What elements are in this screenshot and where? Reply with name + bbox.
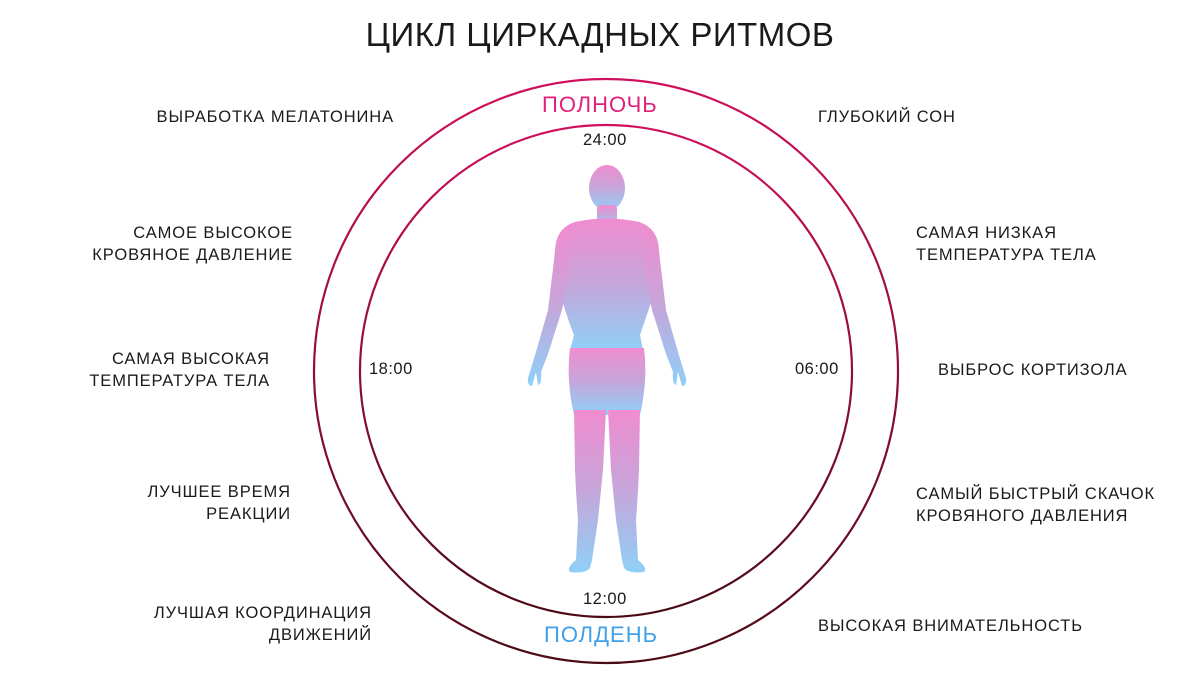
fact-left-body-temperature: САМАЯ ВЫСОКАЯ ТЕМПЕРАТУРА ТЕЛА <box>89 348 270 392</box>
fact-left-coordination: ЛУЧШАЯ КООРДИНАЦИЯ ДВИЖЕНИЙ <box>154 602 372 646</box>
fact-line: ЛУЧШАЯ КООРДИНАЦИЯ <box>153 604 372 622</box>
fact-line: САМАЯ НИЗКАЯ <box>916 224 1057 242</box>
fact-line: ТЕМПЕРАТУРА ТЕЛА <box>89 372 270 390</box>
time-label-top: 24:00 <box>583 131 627 149</box>
fact-left-reaction-time: ЛУЧШЕЕ ВРЕМЯ РЕАКЦИИ <box>147 481 291 525</box>
midnight-label: ПОЛНОЧЬ <box>534 92 666 118</box>
fact-line: САМЫЙ БЫСТРЫЙ СКАЧОК <box>916 485 1155 503</box>
fact-line: КРОВЯНОЕ ДАВЛЕНИЕ <box>92 246 293 264</box>
fact-right-cortisol: ВЫБРОС КОРТИЗОЛА <box>938 359 1128 381</box>
fact-line: ВЫСОКАЯ ВНИМАТЕЛЬНОСТЬ <box>818 617 1083 635</box>
inner-ring <box>358 123 854 619</box>
fact-line: ЛУЧШЕЕ ВРЕМЯ <box>147 483 291 501</box>
fact-line: РЕАКЦИИ <box>206 505 291 523</box>
diagram-title: ЦИКЛ ЦИРКАДНЫХ РИТМОВ <box>365 16 835 53</box>
fact-line: САМАЯ ВЫСОКАЯ <box>111 350 270 368</box>
outer-ring <box>312 77 900 665</box>
fact-line: ГЛУБОКИЙ СОН <box>818 108 956 126</box>
fact-right-alertness: ВЫСОКАЯ ВНИМАТЕЛЬНОСТЬ <box>818 615 1083 637</box>
human-silhouette-icon <box>527 165 687 573</box>
fact-left-melatonin: ВЫРАБОТКА МЕЛАТОНИНА <box>157 106 394 128</box>
fact-line: ТЕМПЕРАТУРА ТЕЛА <box>916 246 1097 264</box>
time-label-left: 18:00 <box>369 360 413 378</box>
fact-line: ДВИЖЕНИЙ <box>268 626 372 644</box>
time-label-bottom: 12:00 <box>583 590 627 608</box>
fact-right-low-temperature: САМАЯ НИЗКАЯ ТЕМПЕРАТУРА ТЕЛА <box>916 222 1097 266</box>
fact-line: ВЫРАБОТКА МЕЛАТОНИНА <box>156 108 394 126</box>
fact-right-blood-pressure-rise: САМЫЙ БЫСТРЫЙ СКАЧОК КРОВЯНОГО ДАВЛЕНИЯ <box>916 483 1155 527</box>
fact-line: КРОВЯНОГО ДАВЛЕНИЯ <box>916 507 1129 525</box>
time-label-right: 06:00 <box>795 360 839 378</box>
fact-line: САМОЕ ВЫСОКОЕ <box>133 224 293 242</box>
noon-label: ПОЛДЕНЬ <box>536 622 667 648</box>
fact-right-deep-sleep: ГЛУБОКИЙ СОН <box>818 106 956 128</box>
fact-left-blood-pressure: САМОЕ ВЫСОКОЕ КРОВЯНОЕ ДАВЛЕНИЕ <box>92 222 293 266</box>
fact-line: ВЫБРОС КОРТИЗОЛА <box>938 361 1128 379</box>
